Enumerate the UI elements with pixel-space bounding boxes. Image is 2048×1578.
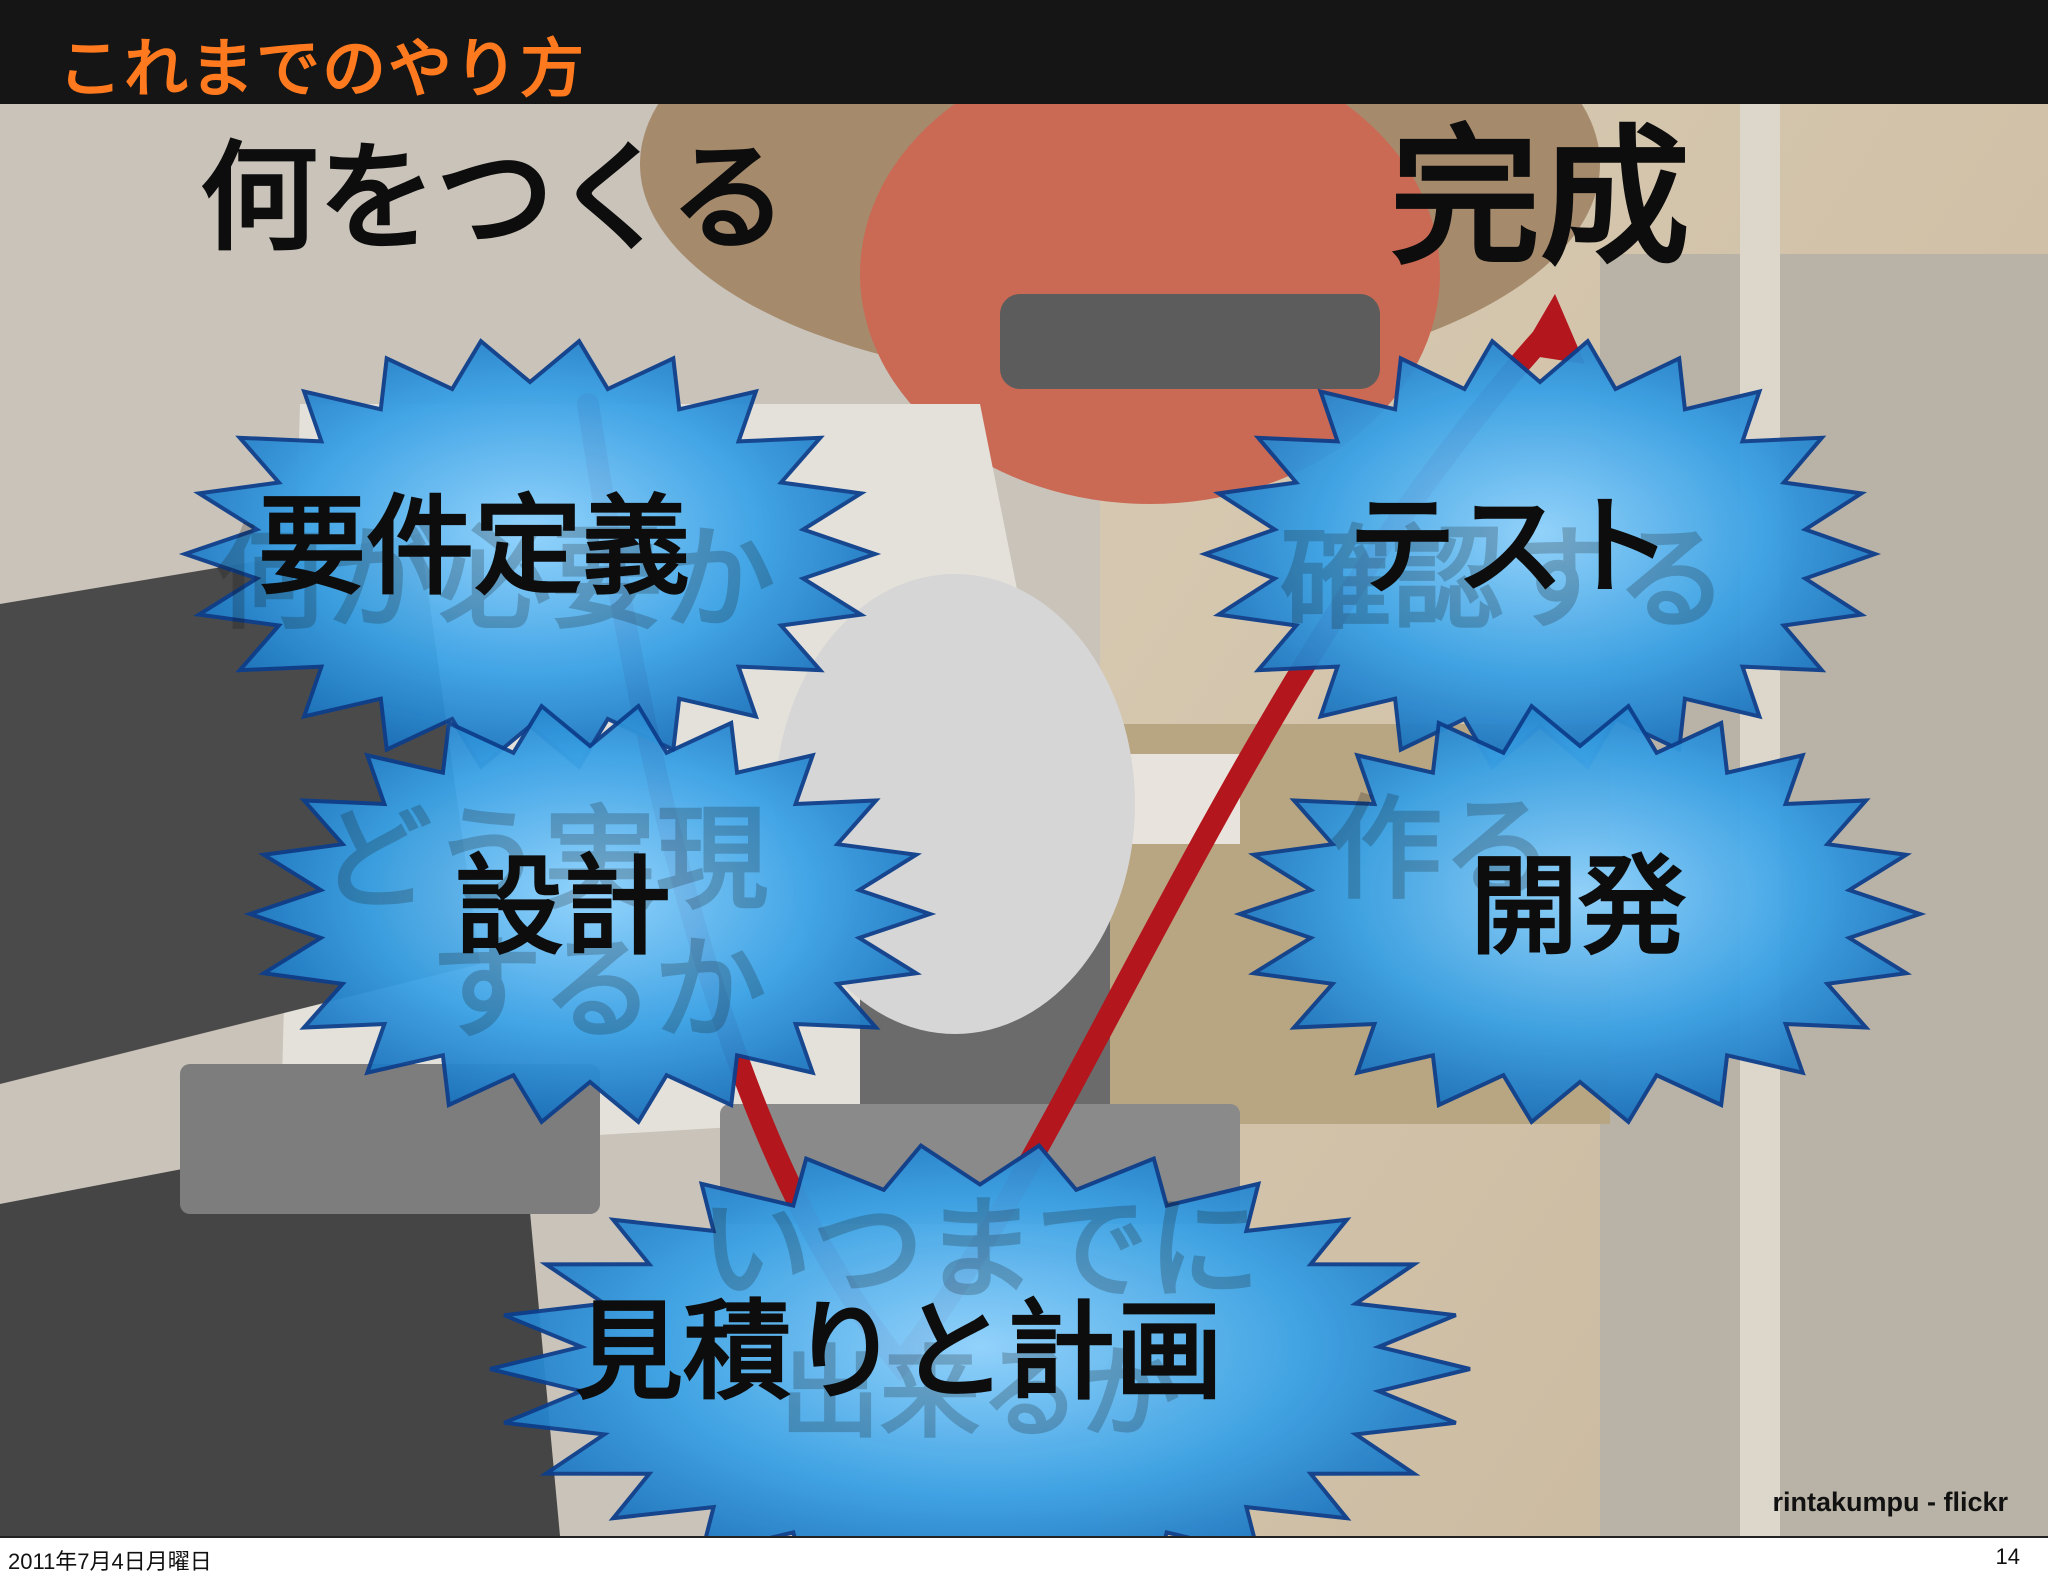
badge-estimate: 見積りと計画 bbox=[575, 1290, 1224, 1415]
slide-title: これまでのやり方 bbox=[58, 33, 586, 107]
badge-test: テスト bbox=[1348, 485, 1673, 610]
badge-design: 設計 bbox=[455, 845, 672, 970]
label-when-line2: 出来るか bbox=[780, 1335, 1180, 1452]
label-how-line2: するか bbox=[430, 925, 766, 1055]
badge-development: 開発 bbox=[1470, 845, 1687, 970]
slide-body: 何をつくる 完成 何が必要か 確認する どう実現 するか 作る いつまでに 出来… bbox=[0, 104, 2048, 1536]
label-how-line1: どう実現 bbox=[320, 795, 768, 925]
slide-header: これまでのやり方 bbox=[0, 0, 2048, 107]
label-complete: 完成 bbox=[1390, 112, 1691, 286]
label-what-to-build: 何をつくる bbox=[200, 129, 788, 267]
badge-requirements: 要件定義 bbox=[258, 485, 691, 610]
label-make: 作る bbox=[1330, 785, 1554, 915]
label-confirm: 確認する bbox=[1280, 515, 1728, 645]
burst-design-shape bbox=[243, 703, 937, 1125]
label-when-line1: いつまでに bbox=[700, 1185, 1260, 1315]
burst-requirements-shape bbox=[178, 338, 882, 770]
burst-estimate-shape bbox=[489, 1142, 1471, 1536]
photo-credit: rintakumpu - flickr bbox=[1772, 1487, 2008, 1517]
burst-test-shape bbox=[1198, 338, 1882, 770]
background-photo bbox=[0, 104, 2048, 1536]
burst-development-shape bbox=[1233, 703, 1927, 1125]
slide-footer: 2011年7月4日月曜日 14 bbox=[0, 1536, 2048, 1578]
footer-page-number: 14 bbox=[1995, 1544, 2020, 1569]
footer-date: 2011年7月4日月曜日 bbox=[8, 1549, 212, 1574]
label-what-is-needed: 何が必要か bbox=[215, 515, 775, 645]
